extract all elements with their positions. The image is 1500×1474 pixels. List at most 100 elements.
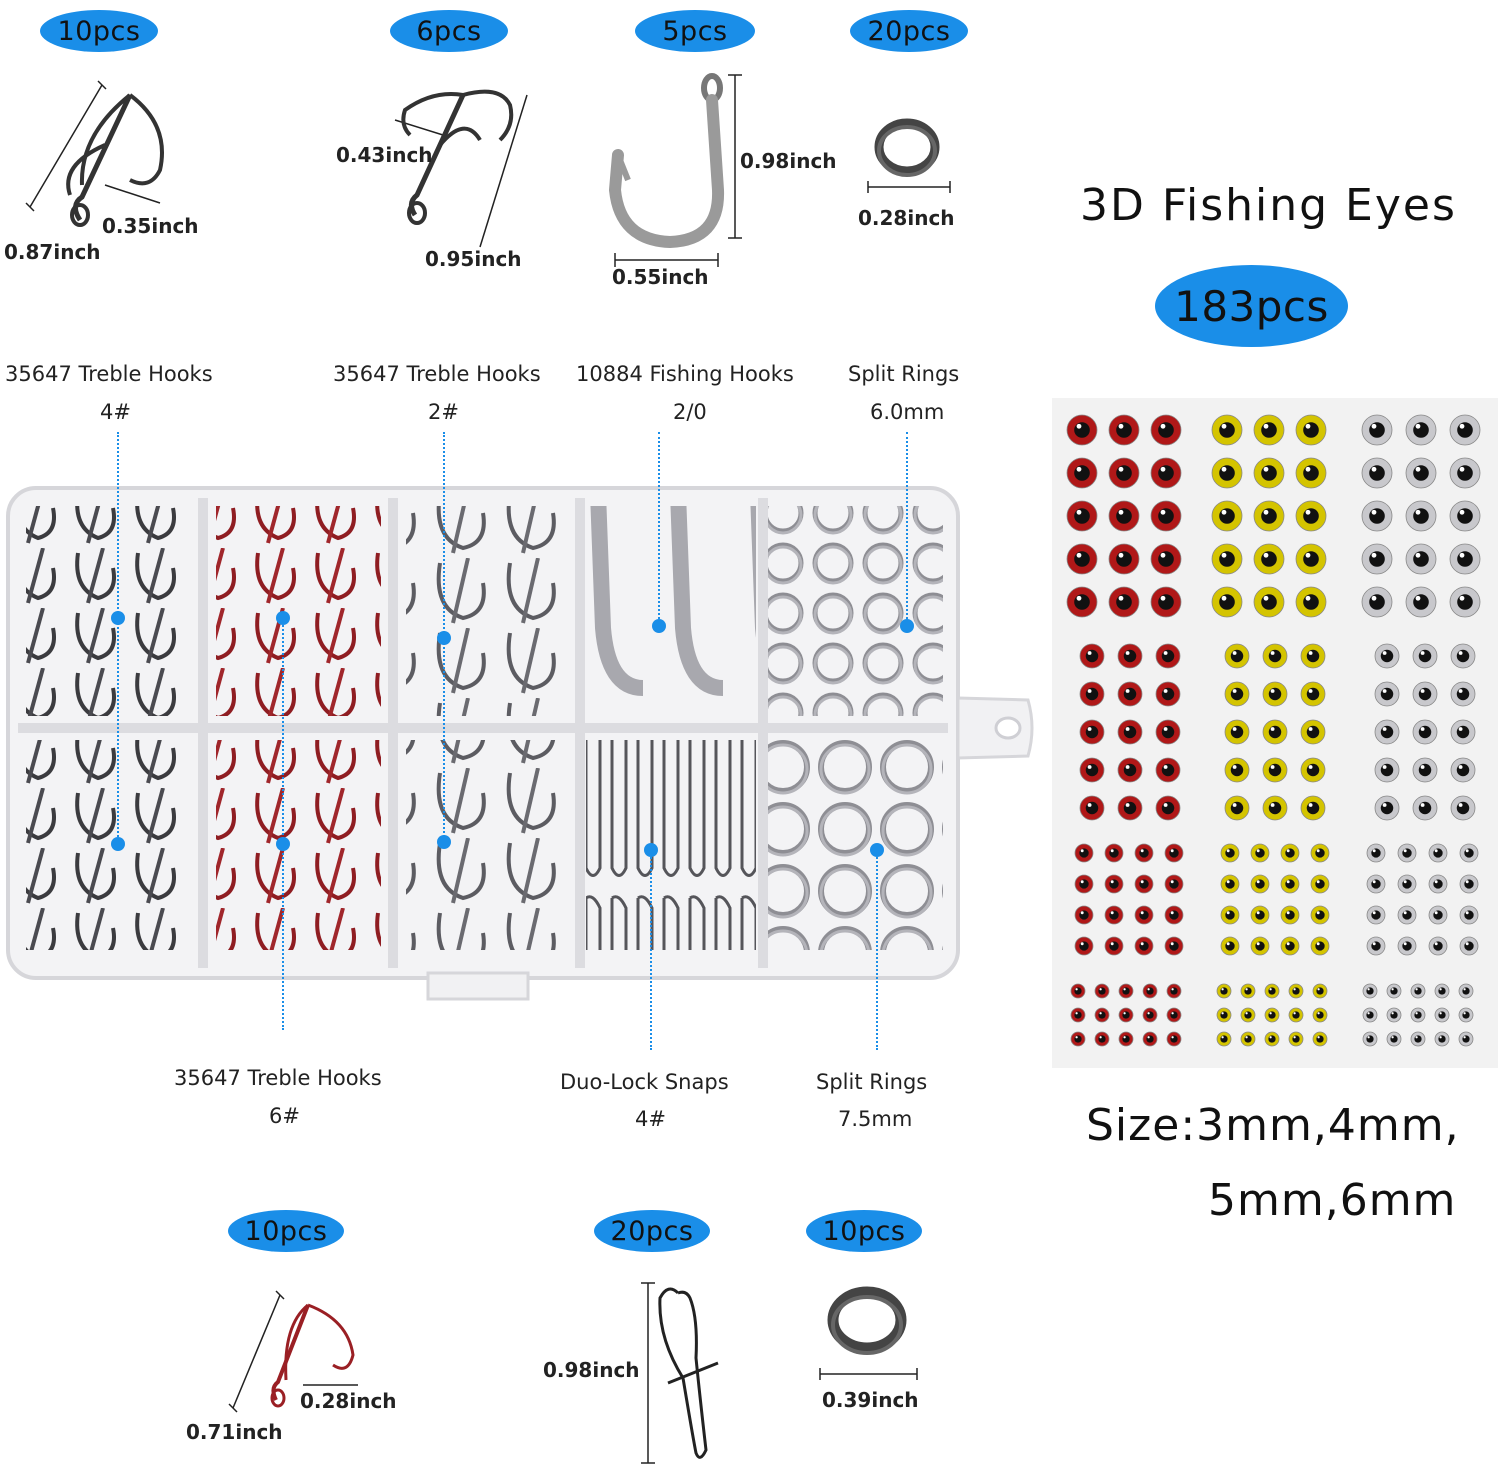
fishing-eye-sticker: [1374, 643, 1400, 669]
fishing-eye-sticker: [1412, 643, 1438, 669]
fishing-eye-sticker: [1459, 936, 1479, 956]
fishing-eye-sticker: [1262, 643, 1288, 669]
fishing-eye-sticker: [1459, 905, 1479, 925]
fishing-eye-sticker: [1300, 719, 1326, 745]
fishing-eye-sticker: [1366, 874, 1386, 894]
fishing-eye-sticker: [1310, 843, 1330, 863]
fishing-eye-sticker: [1134, 843, 1154, 863]
pointer-dot-2b: [437, 835, 451, 849]
fishing-eye-sticker: [1150, 543, 1182, 575]
fishing-eye-sticker: [1250, 905, 1270, 925]
fishing-eye-sticker: [1412, 757, 1438, 783]
fishing-eye-sticker: [1295, 543, 1327, 575]
pointer-line-6: [650, 850, 652, 1050]
dim-bottom-1-length: 0.71inch: [186, 1420, 283, 1444]
fishing-eye-sticker: [1079, 757, 1105, 783]
fishing-eye-sticker: [1079, 681, 1105, 707]
fishing-eye-sticker: [1250, 874, 1270, 894]
fishing-eye-sticker: [1449, 457, 1481, 489]
fishing-eye-sticker: [1220, 905, 1240, 925]
box-label-top-2-size: 2#: [428, 400, 459, 424]
fishing-eye-sticker: [1300, 643, 1326, 669]
fishing-eye-sticker: [1104, 936, 1124, 956]
count-badge-top-2: 6pcs: [390, 10, 508, 52]
tackle-box: [6, 486, 1034, 1001]
dim-top-1-length: 0.87inch: [4, 240, 101, 264]
fishing-eye-sticker: [1434, 1031, 1450, 1047]
fishing-eye-sticker: [1361, 543, 1393, 575]
fishing-eye-sticker: [1220, 936, 1240, 956]
fishing-eye-sticker: [1312, 983, 1328, 999]
fishing-eye-sticker: [1374, 757, 1400, 783]
pointer-dot-7: [870, 843, 884, 857]
fishing-eye-sticker: [1164, 874, 1184, 894]
fishing-eye-sticker: [1264, 1031, 1280, 1047]
fishing-eye-sticker: [1405, 543, 1437, 575]
fishing-eye-sticker: [1412, 681, 1438, 707]
fishing-eye-sticker: [1074, 936, 1094, 956]
box-label-bottom-1-name: 35647 Treble Hooks: [174, 1066, 382, 1090]
pointer-line-1: [117, 432, 119, 844]
fishing-eye-sticker: [1070, 1031, 1086, 1047]
fishing-eye-sticker: [1070, 983, 1086, 999]
fishing-eye-sticker: [1310, 936, 1330, 956]
fishing-eye-sticker: [1262, 719, 1288, 745]
duo-lock-snap-icon: [641, 1282, 719, 1464]
fishing-eye-sticker: [1066, 543, 1098, 575]
fishing-eye-sticker: [1449, 414, 1481, 446]
fishing-eye-sticker: [1134, 874, 1154, 894]
dim-top-3-width: 0.55inch: [612, 265, 709, 289]
fishing-eye-sticker: [1253, 414, 1285, 446]
fishing-eye-sticker: [1117, 643, 1143, 669]
fishing-eye-sticker: [1410, 1031, 1426, 1047]
fishing-eye-sticker: [1459, 843, 1479, 863]
fishing-eye-sticker: [1108, 586, 1140, 618]
eyes-count-badge: 183pcs: [1155, 265, 1348, 347]
fishing-eye-sticker: [1220, 843, 1240, 863]
fishing-eye-sticker: [1211, 457, 1243, 489]
fishing-eye-sticker: [1405, 414, 1437, 446]
fishing-eye-sticker: [1386, 1007, 1402, 1023]
fishing-eye-sticker: [1434, 1007, 1450, 1023]
fishing-eye-sticker: [1280, 905, 1300, 925]
fishing-eye-sticker: [1253, 586, 1285, 618]
dim-top-3-length: 0.98inch: [740, 149, 837, 173]
fishing-eye-sticker: [1450, 681, 1476, 707]
red-treble-hook-6-icon: [228, 1290, 358, 1413]
fishing-eye-sticker: [1397, 843, 1417, 863]
fishing-eye-sticker: [1211, 586, 1243, 618]
fishing-eye-sticker: [1450, 757, 1476, 783]
box-label-top-2-name: 35647 Treble Hooks: [333, 362, 541, 386]
fishing-eye-sticker: [1386, 1031, 1402, 1047]
fishing-eye-sticker: [1155, 719, 1181, 745]
fishing-eye-sticker: [1142, 1007, 1158, 1023]
split-ring-6mm-icon: [867, 118, 951, 193]
fishing-eye-sticker: [1288, 1007, 1304, 1023]
fishing-eye-sticker: [1450, 719, 1476, 745]
fishing-eye-sticker: [1164, 905, 1184, 925]
pointer-dot-1a: [111, 611, 125, 625]
treble-hook-2-icon: [394, 89, 528, 248]
fishing-eye-sticker: [1428, 936, 1448, 956]
fishing-eye-sticker: [1216, 983, 1232, 999]
fishing-eye-sticker: [1253, 457, 1285, 489]
fishing-eye-sticker: [1412, 795, 1438, 821]
fishing-eye-sticker: [1397, 905, 1417, 925]
dim-top-1-width: 0.35inch: [102, 214, 199, 238]
pointer-dot-6: [644, 843, 658, 857]
fishing-eye-sticker: [1374, 795, 1400, 821]
fishing-eye-sticker: [1224, 757, 1250, 783]
fishing-eye-sticker: [1142, 1031, 1158, 1047]
box-label-bottom-2-name: Duo-Lock Snaps: [560, 1070, 729, 1094]
fishing-eye-sticker: [1428, 905, 1448, 925]
fishing-eye-sticker: [1312, 1031, 1328, 1047]
fishing-eye-sticker: [1224, 719, 1250, 745]
fishing-eye-sticker: [1410, 983, 1426, 999]
fishing-eye-sticker: [1066, 500, 1098, 532]
pointer-dot-1b: [111, 837, 125, 851]
fishing-eye-sticker: [1412, 719, 1438, 745]
box-label-bottom-3-name: Split Rings: [816, 1070, 928, 1094]
fishing-hook-2-0-icon: [608, 73, 742, 267]
fishing-eye-sticker: [1224, 681, 1250, 707]
fishing-eye-sticker: [1104, 843, 1124, 863]
